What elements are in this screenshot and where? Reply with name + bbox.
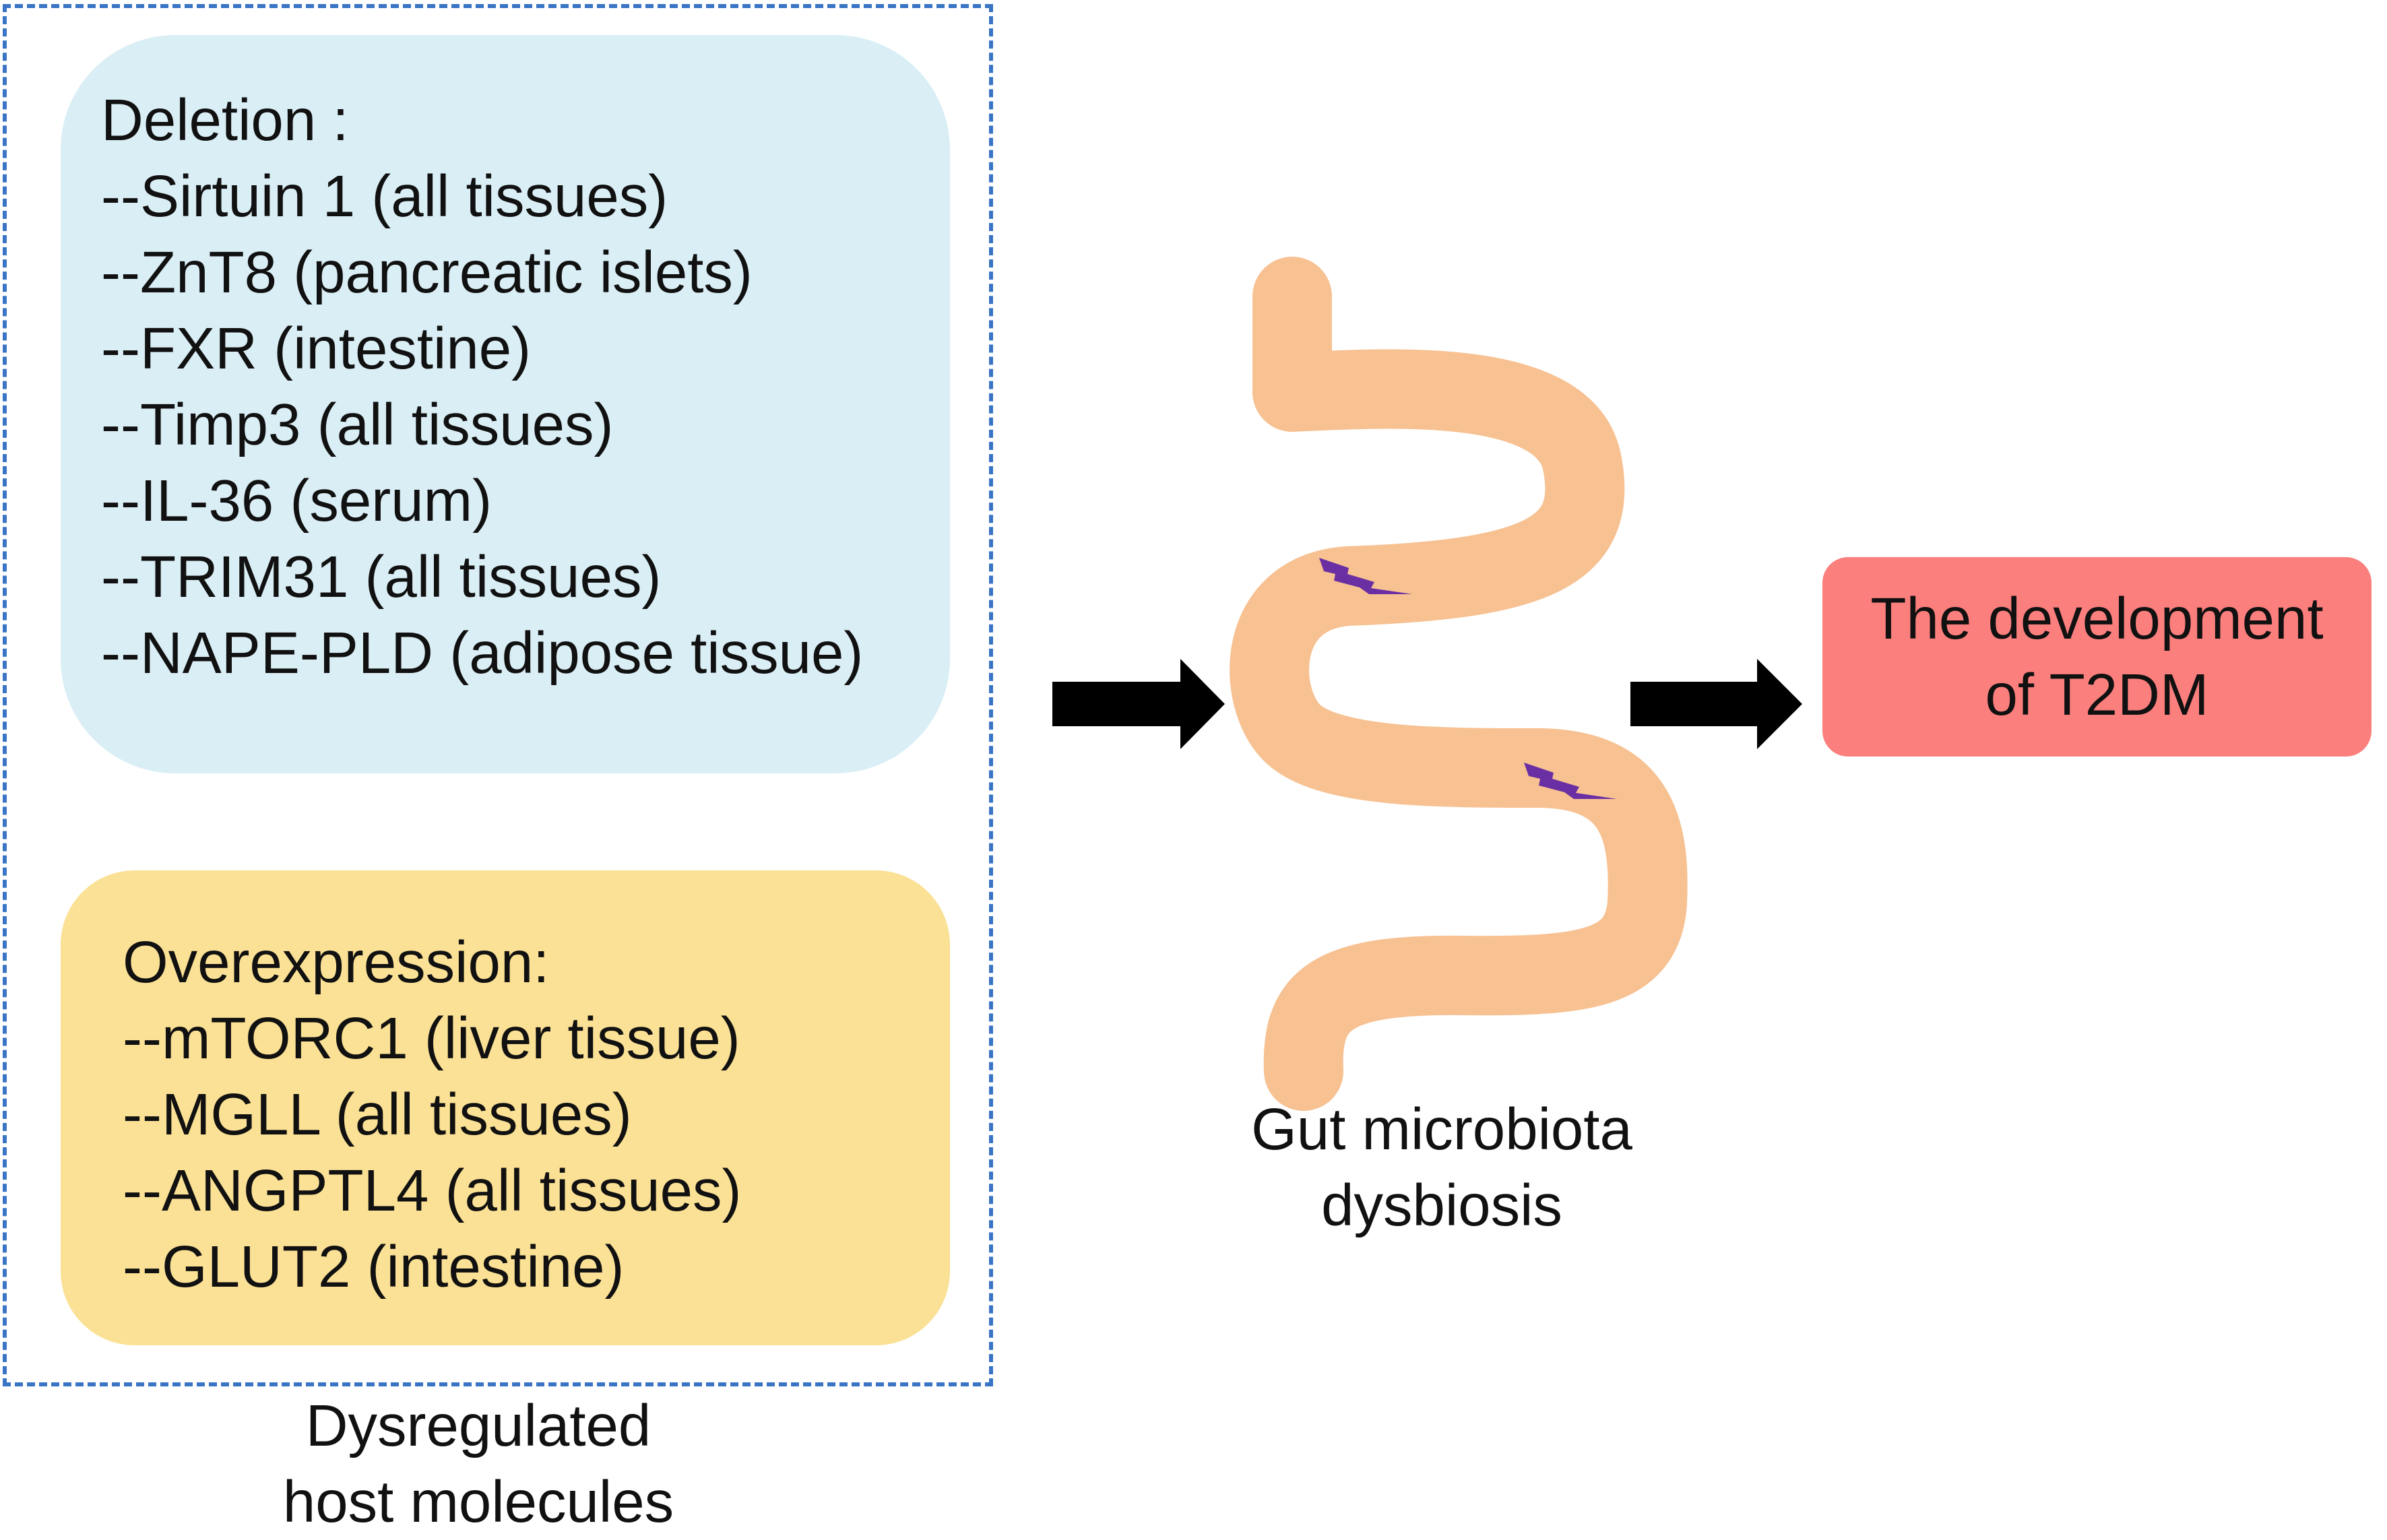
t2dm-outcome-box: The development of T2DM bbox=[1822, 557, 2372, 757]
deletion-item-nape-pld: --NAPE-PLD (adipose tissue) bbox=[101, 620, 864, 686]
overexpression-item-mgll: --MGLL (all tissues) bbox=[123, 1082, 632, 1147]
gut-caption-line-1: Gut microbiota bbox=[1251, 1097, 1632, 1162]
lightning-bolt-icon bbox=[1524, 763, 1617, 799]
deletion-item-il36: --IL-36 (serum) bbox=[101, 468, 492, 534]
deletion-panel: Deletion : --Sirtuin 1 (all tissues) --Z… bbox=[61, 35, 950, 773]
outcome-line-1: The development bbox=[1870, 586, 2324, 651]
intestine-icon bbox=[1230, 257, 1688, 1111]
overexpression-heading: Overexpression: bbox=[123, 930, 550, 995]
overexpression-panel: Overexpression: --mTORC1 (liver tissue) … bbox=[61, 870, 950, 1345]
host-molecules-frame bbox=[3, 4, 993, 1386]
gut-caption-line-2: dysbiosis bbox=[1321, 1173, 1562, 1238]
deletion-heading: Deletion : bbox=[101, 88, 349, 153]
deletion-item-fxr: --FXR (intestine) bbox=[101, 316, 532, 381]
arrow-to-outcome bbox=[1630, 659, 1802, 749]
overexpression-item-mtorc1: --mTORC1 (liver tissue) bbox=[123, 1006, 740, 1071]
gut-dysbiosis-caption: Gut microbiota dysbiosis bbox=[1172, 1091, 1711, 1244]
deletion-item-trim31: --TRIM31 (all tissues) bbox=[101, 544, 662, 610]
deletion-item-timp3: --Timp3 (all tissues) bbox=[101, 392, 614, 457]
lightning-bolt-icon bbox=[1319, 558, 1412, 594]
outcome-line-2: of T2DM bbox=[1985, 662, 2209, 728]
overexpression-item-angptl4: --ANGPTL4 (all tissues) bbox=[123, 1158, 742, 1223]
deletion-item-znt8: --ZnT8 (pancreatic islets) bbox=[101, 240, 753, 305]
overexpression-item-glut2: --GLUT2 (intestine) bbox=[123, 1234, 625, 1300]
host-caption-line-1: Dysregulated bbox=[305, 1393, 651, 1458]
host-caption-line-2: host molecules bbox=[282, 1469, 674, 1535]
host-molecules-caption: Dysregulated host molecules bbox=[209, 1388, 748, 1540]
arrow-to-gut bbox=[1052, 659, 1225, 749]
deletion-item-sirtuin1: --Sirtuin 1 (all tissues) bbox=[101, 164, 668, 229]
